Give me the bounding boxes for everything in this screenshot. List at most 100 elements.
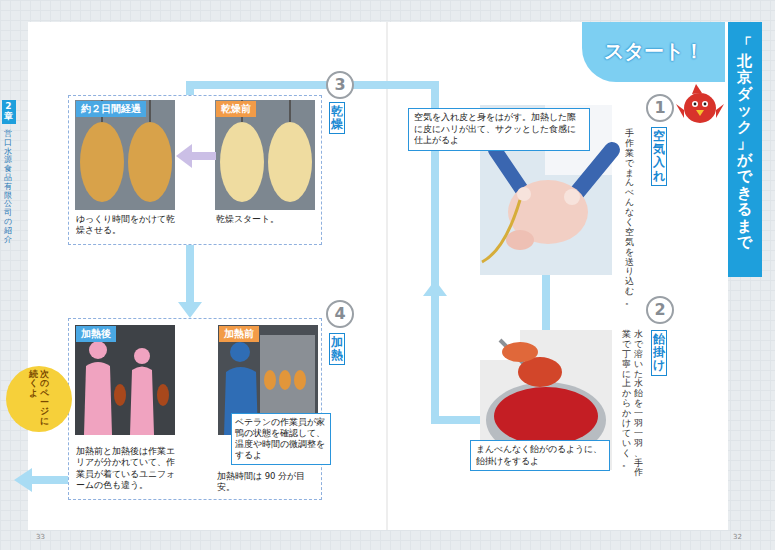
photo-heating-before-part xyxy=(264,370,276,390)
continue-text: 次のページに続くよ xyxy=(29,370,49,428)
flow-line xyxy=(542,275,550,330)
flow-arrow xyxy=(176,144,216,168)
photo-heating-before-part xyxy=(230,342,250,362)
speech-callout: まんべんなく飴がのるように、飴掛けをするよ xyxy=(470,440,610,471)
photo-caption: ゆっくり時間をかけて乾燥させる。 xyxy=(76,214,176,237)
photo-heating-after-part xyxy=(157,384,169,406)
mascot-bird-part xyxy=(696,110,704,116)
arrow-head xyxy=(176,144,192,168)
photo-air-part xyxy=(517,187,531,201)
callout-text: 空気を入れ皮と身をはがす。加熱した際に皮にハリが出て、サクッとした食感に仕上がる… xyxy=(414,112,584,147)
photo-air-part xyxy=(495,150,522,190)
flow-arrow xyxy=(546,275,547,330)
photo-heating-after-part xyxy=(130,367,154,436)
mascot-bird-part xyxy=(676,104,684,118)
callout-text: まんべんなく飴がのるように、飴掛けをするよ xyxy=(476,444,604,467)
photo-panel: 加熱前加熱時間は 90 分が目安。ベテランの作業員が家鴨の状態を確認して、温度や… xyxy=(219,326,319,496)
title-band: 「北京ダック」ができるまで xyxy=(728,22,762,277)
photo-drying-after-part xyxy=(75,100,175,210)
arrow-head xyxy=(423,280,447,296)
photo-drying-before-part xyxy=(268,122,312,202)
flow-line xyxy=(188,152,216,160)
start-text: スタート！ xyxy=(582,38,725,65)
step-number: 2 xyxy=(648,300,672,320)
mascot-bird-part xyxy=(684,93,716,123)
step-number-circle: 2 xyxy=(646,296,674,324)
photo-heating-after-part xyxy=(134,348,150,364)
title-text: 「北京ダック」ができるまで xyxy=(737,36,752,251)
photo-syrup-part xyxy=(494,387,598,445)
photo-drying-after-part xyxy=(80,122,124,202)
step-label: 飴掛け xyxy=(651,330,667,376)
photo-caption: 加熱前と加熱後は作業エリアが分かれていて、作業員が着ているユニフォームの色も違う… xyxy=(76,446,176,491)
page-number: 32 xyxy=(733,533,742,541)
arrow-head xyxy=(178,302,202,318)
step-label: 乾燥 xyxy=(329,102,345,134)
step-group-box: 加熱加熱前加熱時間は 90 分が目安。ベテランの作業員が家鴨の状態を確認して、温… xyxy=(68,318,322,500)
photo-drying-before-part xyxy=(289,100,291,125)
step-number: 3 xyxy=(328,75,352,95)
mascot-bird xyxy=(676,84,724,123)
step-number-circle: 3 xyxy=(326,71,354,99)
chapter-tab: 2章 xyxy=(2,100,16,124)
photo-drying-after-part xyxy=(128,122,172,202)
photo-air-part xyxy=(564,189,580,205)
mascot-bird-part xyxy=(702,101,708,107)
photo-frame: 飴掛け水で溶いた水飴を一羽一羽、手作業で丁寧に上からかけていく。まんべんなく飴が… xyxy=(480,330,612,470)
photo-caption: 加熱時間は 90 分が目安。 xyxy=(217,471,321,492)
mascot-bird-part xyxy=(692,84,702,94)
chapter-subtitle: 営口水源食品有限公司の紹介 xyxy=(4,130,12,244)
flow-line xyxy=(186,245,194,306)
step-number-circle: 4 xyxy=(326,300,354,328)
photo-panel: 加熱後加熱前と加熱後は作業エリアが分かれていて、作業員が着ているユニフォームの色… xyxy=(76,326,176,496)
continue-arrow xyxy=(14,468,68,492)
mascot-bird-part xyxy=(704,103,707,106)
photo-tag: 加熱後 xyxy=(76,326,116,342)
step-number-circle: 1 xyxy=(646,94,674,122)
continue-circle: 次のページに続くよ xyxy=(6,366,72,432)
photo-tag: 乾燥前 xyxy=(216,101,256,117)
photo-drying-before-part xyxy=(220,122,264,202)
speech-callout: ベテランの作業員が家鴨の状態を確認して、温度や時間の微調整をするよ xyxy=(231,413,331,465)
step-label: 空気入れ xyxy=(651,127,667,186)
step-group-box: 乾燥乾燥前乾燥スタート。約２日間経過ゆっくり時間をかけて乾燥させる。 xyxy=(68,95,322,245)
continue-arrow-part xyxy=(14,468,32,492)
photo-drying-after xyxy=(75,100,175,210)
photo-panel: 乾燥前乾燥スタート。 xyxy=(216,101,316,239)
page-sheet xyxy=(28,22,728,530)
step-number: 4 xyxy=(328,304,352,324)
start-badge: スタート！ xyxy=(582,22,725,82)
chapter-number: 2章 xyxy=(4,102,13,122)
step-description: 水で溶いた水飴を一羽一羽、手作業で丁寧に上からかけていく。 xyxy=(622,330,643,480)
continue-arrow-part xyxy=(30,476,68,484)
callout-text: ベテランの作業員が家鴨の状態を確認して、温度や時間の微調整をするよ xyxy=(235,417,327,461)
mascot-bird-part xyxy=(694,103,697,106)
photo-heating-before-part xyxy=(294,370,306,390)
photo-syrup-part xyxy=(502,342,538,362)
photo-heating-before-part xyxy=(279,370,291,390)
photo-heating-after-part xyxy=(84,362,112,435)
photo-tag: 加熱前 xyxy=(219,326,259,342)
photo-air-part xyxy=(575,150,612,195)
speech-callout: 空気を入れ皮と身をはがす。加熱した際に皮にハリが出て、サクッとした食感に仕上がる… xyxy=(408,108,590,151)
photo-frame: 空気入れ手作業でまんべんなく空気を送り込む。空気を入れ皮と身をはがす。加熱した際… xyxy=(480,105,612,275)
page-number: 33 xyxy=(36,533,45,541)
photo-caption: 乾燥スタート。 xyxy=(216,214,316,225)
page-fold xyxy=(386,22,388,530)
mascot-bird-part xyxy=(692,101,698,107)
flow-arrow xyxy=(178,245,202,318)
photo-drying-before xyxy=(215,100,315,210)
photo-heating-after-part xyxy=(114,384,126,406)
photo-heating-after-part xyxy=(75,325,175,435)
photo-drying-before-part xyxy=(215,100,315,210)
step-description: 手作業でまんべんなく空気を送り込む。 xyxy=(625,129,634,307)
photo-tag: 約２日間経過 xyxy=(76,101,146,117)
photo-air-part xyxy=(482,200,520,262)
photo-air-part xyxy=(506,230,534,250)
mascot-bird-part xyxy=(716,104,724,118)
photo-drying-after-part xyxy=(149,100,151,125)
photo-panel: 約２日間経過ゆっくり時間をかけて乾燥させる。 xyxy=(76,101,176,239)
step-number: 1 xyxy=(648,98,672,118)
